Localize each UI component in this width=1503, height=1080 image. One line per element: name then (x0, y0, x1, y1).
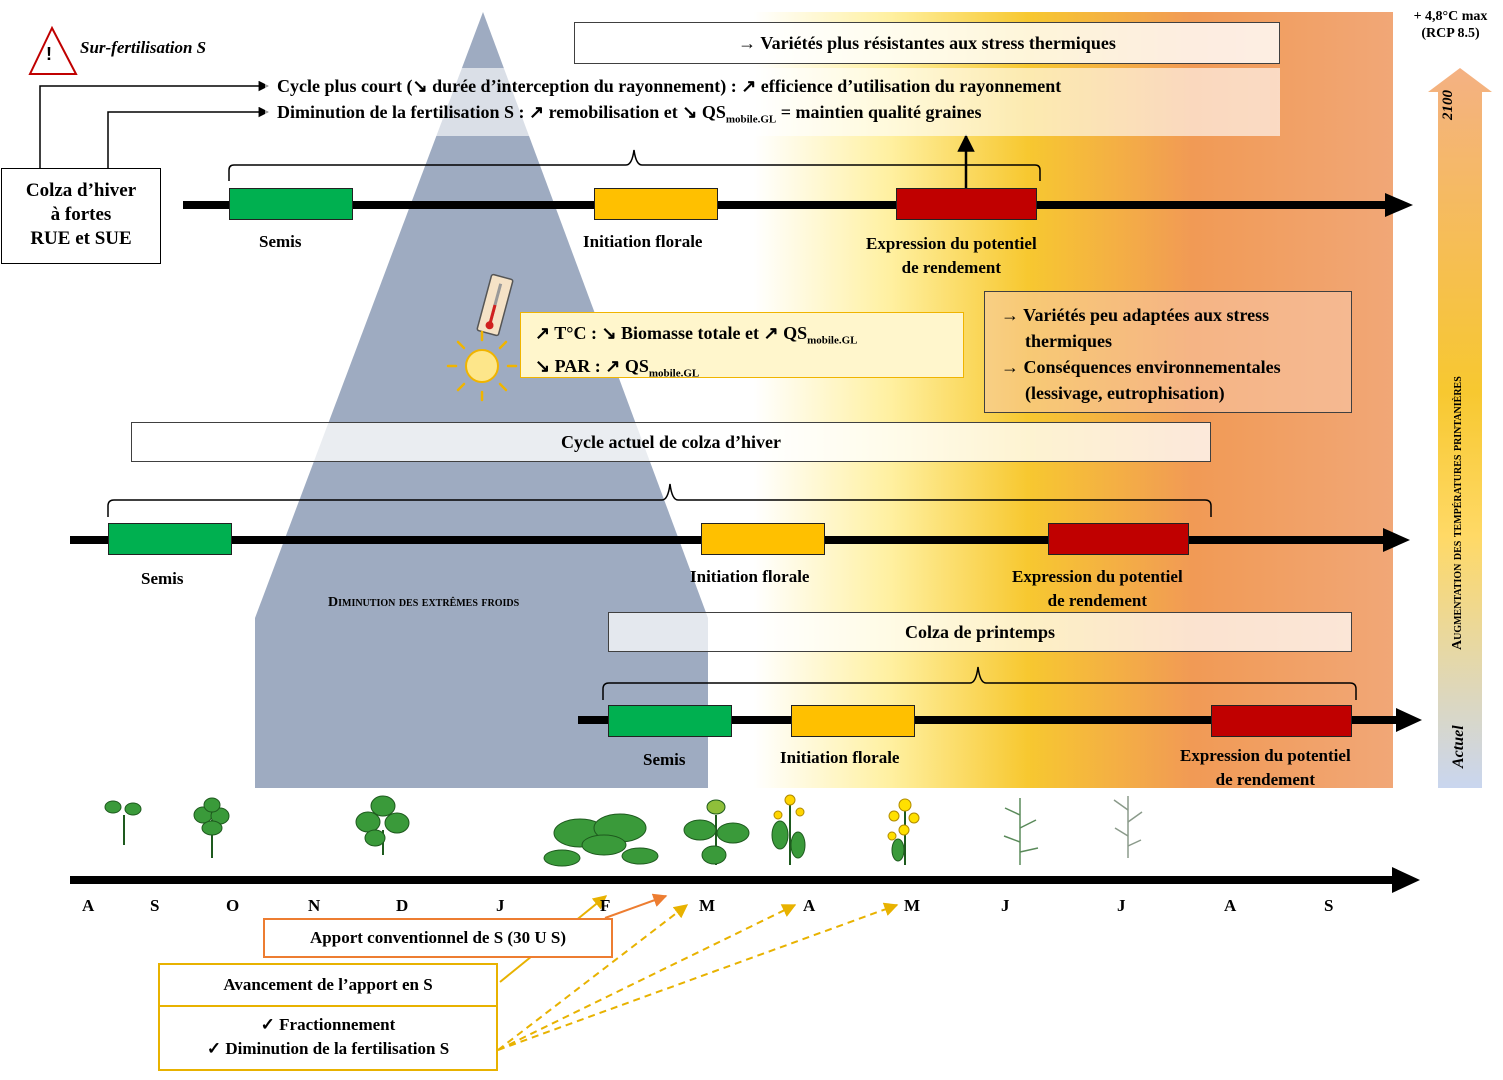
month-label: O (226, 896, 240, 915)
climate-temperature-text: ↗ T°C : ↘ Biomasse totale et ↗ QS (535, 323, 808, 343)
spring-initiation-label: Initiation florale (780, 748, 900, 767)
spring-cycle-brace (602, 666, 1357, 700)
connector-cycle (39, 80, 270, 168)
conventional-s-supply-box: Apport conventionnel de S (30 U S) (263, 918, 613, 958)
future-fertilisation-text: Diminution de la fertilisation S : ↗ rem… (277, 102, 982, 126)
month-label: J (1117, 896, 1126, 915)
sun-icon (446, 330, 518, 402)
scale-axis-text: Augmentation des températures printanièr… (1450, 376, 1465, 650)
future-cycle-text: Cycle plus court (↘ durée d’interception… (277, 76, 1062, 96)
warning-triangle-icon (28, 25, 78, 75)
thermometer-icon (476, 273, 514, 337)
apport-arrow-solid (604, 893, 668, 919)
consequences-line2: thermiques (1025, 331, 1112, 351)
spring-expression-line2: de rendement (1215, 770, 1315, 789)
fraction-arrow-march (497, 904, 689, 1051)
spring-expression-label: Expression du potentiel de rendement (1180, 744, 1351, 792)
consequences-line3: → Conséquences environnementales (1001, 357, 1281, 377)
climate-par-sub: mobile.GL (648, 367, 700, 380)
current-expression-line2: de rendement (1047, 591, 1147, 610)
current-expression-label: Expression du potentiel de rendement (1012, 565, 1183, 613)
future-effects-box: Cycle plus court (↘ durée d’interception… (265, 68, 1280, 136)
high-rue-colza-box: Colza d’hiver à fortes RUE et SUE (1, 168, 161, 264)
rcp-line1: + 4,8°C max (1413, 9, 1488, 24)
fraction-arrow-may (497, 902, 899, 1051)
future-fertilisation-end: = maintien qualité graines (776, 102, 982, 122)
advanced-s-item: ✓ Fractionnement (260, 1015, 396, 1034)
colza-box-line1: Colza d’hiver (25, 180, 137, 201)
consequences-line4: (lessivage, eutrophisation) (1025, 383, 1225, 403)
advanced-s-supply-box: Avancement de l’apport en S ✓ Fractionne… (158, 963, 498, 1071)
spring-expression-bar (1211, 705, 1352, 737)
consequences-box: → Variétés peu adaptées aux stress therm… (984, 291, 1352, 413)
current-cycle-banner: Cycle actuel de colza d’hiver (131, 422, 1211, 462)
scale-top-text: 2100 (1440, 90, 1456, 120)
climate-temperature-sub: mobile.GL (807, 334, 858, 347)
future-timeline-arrowhead (1385, 193, 1413, 217)
month-label: D (396, 896, 409, 915)
future-semis-label: Semis (259, 232, 302, 251)
future-fertilisation-main: Diminution de la fertilisation S : ↗ rem… (277, 102, 726, 122)
month-axis-arrowhead (1392, 867, 1420, 893)
climate-par-line: ↘ PAR : ↗ QSmobile.GL (535, 354, 963, 387)
future-expression-label: Expression du potentiel de rendement (866, 232, 1037, 280)
spring-timeline-arrowhead (1396, 708, 1422, 732)
climate-effects-box: ↗ T°C : ↘ Biomasse totale et ↗ QSmobile.… (520, 312, 964, 379)
colza-box-line3: RUE et SUE (30, 228, 132, 249)
future-initiation-bar (594, 188, 718, 220)
rcp-line2: (RCP 8.5) (1421, 26, 1480, 41)
current-initiation-label: Initiation florale (690, 567, 810, 586)
month-label: J (496, 896, 505, 915)
current-initiation-bar (701, 523, 825, 555)
month-label: A (803, 896, 816, 915)
spring-initiation-bar (791, 705, 915, 737)
connector-fertilisation (107, 106, 270, 168)
advanced-s-title: Avancement de l’apport en S (160, 965, 496, 1007)
spring-colza-banner: Colza de printemps (608, 612, 1352, 652)
future-expression-line1: Expression du potentiel (866, 234, 1037, 253)
cold-extremes-label: Diminution des extrêmes froids (328, 595, 520, 610)
current-timeline-arrowhead (1383, 528, 1410, 552)
future-expression-bar (896, 188, 1037, 220)
climate-temperature-line: ↗ T°C : ↘ Biomasse totale et ↗ QSmobile.… (535, 321, 963, 354)
current-expression-bar (1048, 523, 1189, 555)
future-initiation-label: Initiation florale (583, 232, 703, 251)
month-label: N (308, 896, 321, 915)
month-label: A (82, 896, 95, 915)
current-semis-label: Semis (141, 569, 184, 588)
warning-label: Sur-fertilisation S (80, 38, 207, 57)
month-label: M (904, 896, 921, 915)
rcp-label: + 4,8°C max (RCP 8.5) (1398, 8, 1503, 42)
spring-semis-bar (608, 705, 732, 737)
colza-box-line2: à fortes (50, 204, 112, 225)
spring-semis-label: Semis (643, 750, 686, 769)
future-varieties-banner: → Variétés plus résistantes aux stress t… (574, 22, 1280, 64)
current-semis-bar (108, 523, 232, 555)
current-expression-line1: Expression du potentiel (1012, 567, 1183, 586)
month-label: S (1324, 896, 1334, 915)
consequences-line1: → Variétés peu adaptées aux stress (1001, 305, 1270, 325)
rapeseed-plant-icon (104, 794, 1143, 867)
spring-expression-line1: Expression du potentiel (1180, 746, 1351, 765)
month-label: F (600, 896, 611, 915)
climate-par-text: ↘ PAR : ↗ QS (535, 355, 649, 376)
scale-bottom-text: Actuel (1450, 725, 1467, 768)
temperature-scale-arrow (1428, 68, 1492, 788)
warning-mark: ! (46, 44, 52, 64)
advanced-s-item: ✓ Diminution de la fertilisation S (206, 1039, 450, 1058)
month-label: S (150, 896, 160, 915)
future-semis-bar (229, 188, 353, 220)
future-expression-line2: de rendement (901, 258, 1001, 277)
future-cycle-brace (228, 149, 1041, 181)
current-cycle-brace (107, 483, 1212, 517)
month-label: M (699, 896, 716, 915)
month-label: A (1224, 896, 1237, 915)
future-fertilisation-sub: mobile.GL (725, 113, 777, 126)
month-label: J (1001, 896, 1010, 915)
